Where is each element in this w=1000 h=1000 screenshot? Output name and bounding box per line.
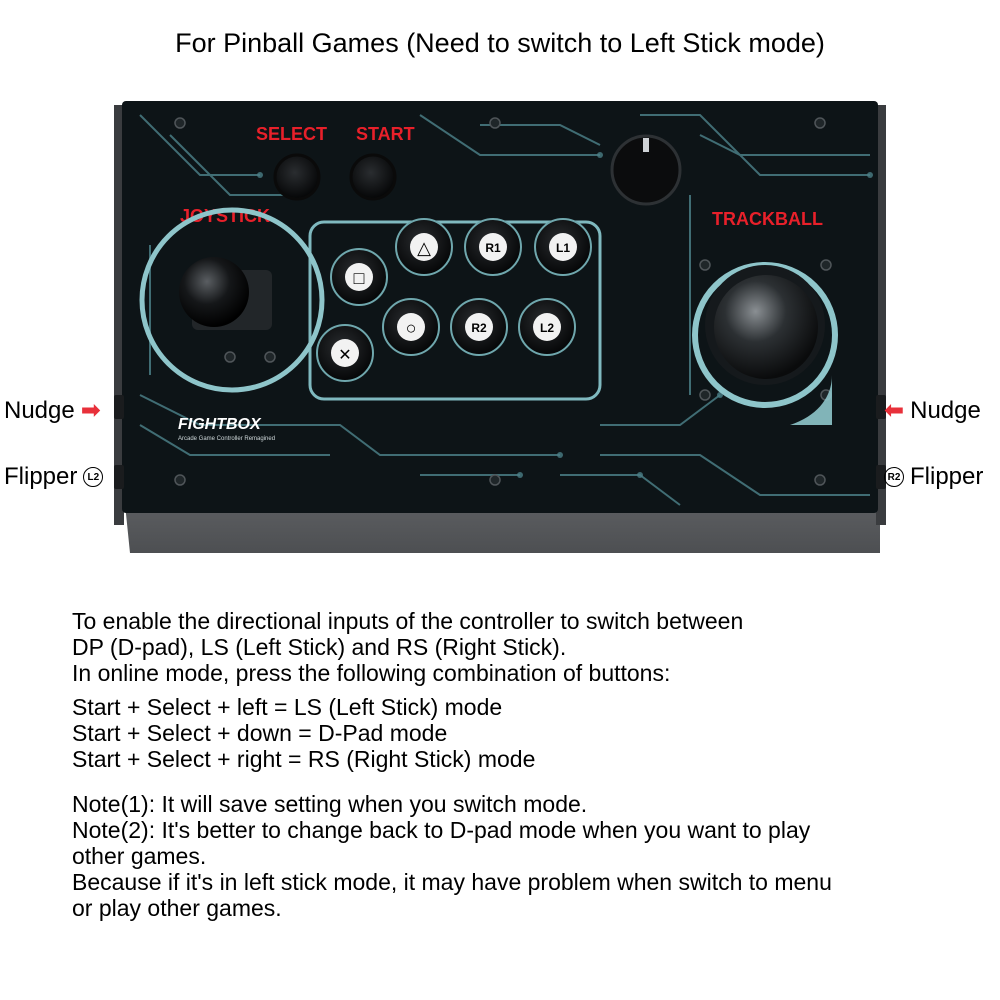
- r1-button[interactable]: R1: [464, 218, 522, 276]
- right-nudge-text: Nudge: [910, 396, 981, 424]
- left-nudge-button[interactable]: [114, 395, 124, 419]
- left-nudge-text: Nudge: [4, 396, 75, 424]
- l2-symbol: L2: [540, 321, 554, 335]
- left-flipper-callout: Flipper L2: [4, 463, 104, 491]
- right-flipper-button[interactable]: [876, 465, 886, 489]
- combo-line-2: Start + Select + down = D-Pad mode: [72, 720, 448, 746]
- l2-badge-icon: L2: [83, 467, 104, 487]
- note-line-1: Note(1): It will save setting when you s…: [72, 791, 588, 817]
- r2-symbol: R2: [471, 321, 487, 335]
- page-title: For Pinball Games (Need to switch to Lef…: [175, 28, 825, 58]
- right-nudge-callout: ⬅ Nudge: [884, 396, 981, 425]
- left-arrow-icon: ⬅: [884, 397, 905, 424]
- r1-symbol: R1: [485, 241, 501, 255]
- intro-text: To enable the directional inputs of the …: [72, 608, 743, 686]
- triangle-button[interactable]: △: [395, 218, 453, 276]
- intro-line-1: To enable the directional inputs of the …: [72, 608, 744, 634]
- l1-symbol: L1: [556, 241, 570, 255]
- notes-text: Note(1): It will save setting when you s…: [72, 791, 832, 921]
- select-label: SELECT: [256, 124, 327, 144]
- select-button[interactable]: [273, 153, 321, 201]
- note-line-4: Because if it's in left stick mode, it m…: [72, 869, 832, 895]
- volume-knob[interactable]: [610, 134, 682, 206]
- trackball[interactable]: [714, 275, 818, 379]
- triangle-symbol: △: [417, 238, 431, 258]
- arcade-controller: SELECT START JOYSTICK TRACKBALL □ △ R1: [114, 101, 886, 553]
- left-flipper-text: Flipper: [4, 463, 78, 490]
- cross-symbol: ✕: [338, 347, 351, 364]
- joystick-ring: [139, 207, 325, 393]
- r2-badge-icon: R2: [884, 467, 904, 487]
- l1-button[interactable]: L1: [534, 218, 592, 276]
- start-button[interactable]: [349, 153, 397, 201]
- circle-symbol: ○: [406, 318, 417, 338]
- note-line-5: or play other games.: [72, 895, 282, 921]
- left-nudge-callout: Nudge ➡: [4, 396, 101, 425]
- l2-button[interactable]: L2: [518, 298, 576, 356]
- right-flipper-text: Flipper: [910, 463, 984, 490]
- right-nudge-button[interactable]: [876, 395, 886, 419]
- right-flipper-callout: R2 Flipper: [884, 463, 983, 491]
- right-arrow-icon: ➡: [80, 397, 101, 424]
- brand-logo: FIGHTBOX: [178, 416, 262, 433]
- intro-line-3: In online mode, press the following comb…: [72, 660, 671, 686]
- circle-button[interactable]: ○: [382, 298, 440, 356]
- trackball-label: TRACKBALL: [712, 209, 823, 229]
- combo-line-1: Start + Select + left = LS (Left Stick) …: [72, 694, 503, 720]
- combo-line-3: Start + Select + right = RS (Right Stick…: [72, 746, 536, 772]
- note-line-3: other games.: [72, 843, 207, 869]
- cross-button[interactable]: ✕: [316, 324, 374, 382]
- combo-list: Start + Select + left = LS (Left Stick) …: [72, 694, 535, 772]
- joystick[interactable]: [179, 257, 249, 327]
- face-buttons: □ △ R1 L1 ✕ ○ R2: [316, 218, 592, 382]
- start-label: START: [356, 124, 415, 144]
- r2-button[interactable]: R2: [450, 298, 508, 356]
- button-panel-outline: [308, 220, 602, 401]
- brand-tagline: Arcade Game Controller Remagined: [178, 436, 275, 442]
- square-button[interactable]: □: [330, 248, 388, 306]
- square-symbol: □: [354, 268, 365, 288]
- note-line-2: Note(2): It's better to change back to D…: [72, 817, 811, 843]
- intro-line-2: DP (D-pad), LS (Left Stick) and RS (Righ…: [72, 634, 567, 660]
- left-flipper-button[interactable]: [114, 465, 124, 489]
